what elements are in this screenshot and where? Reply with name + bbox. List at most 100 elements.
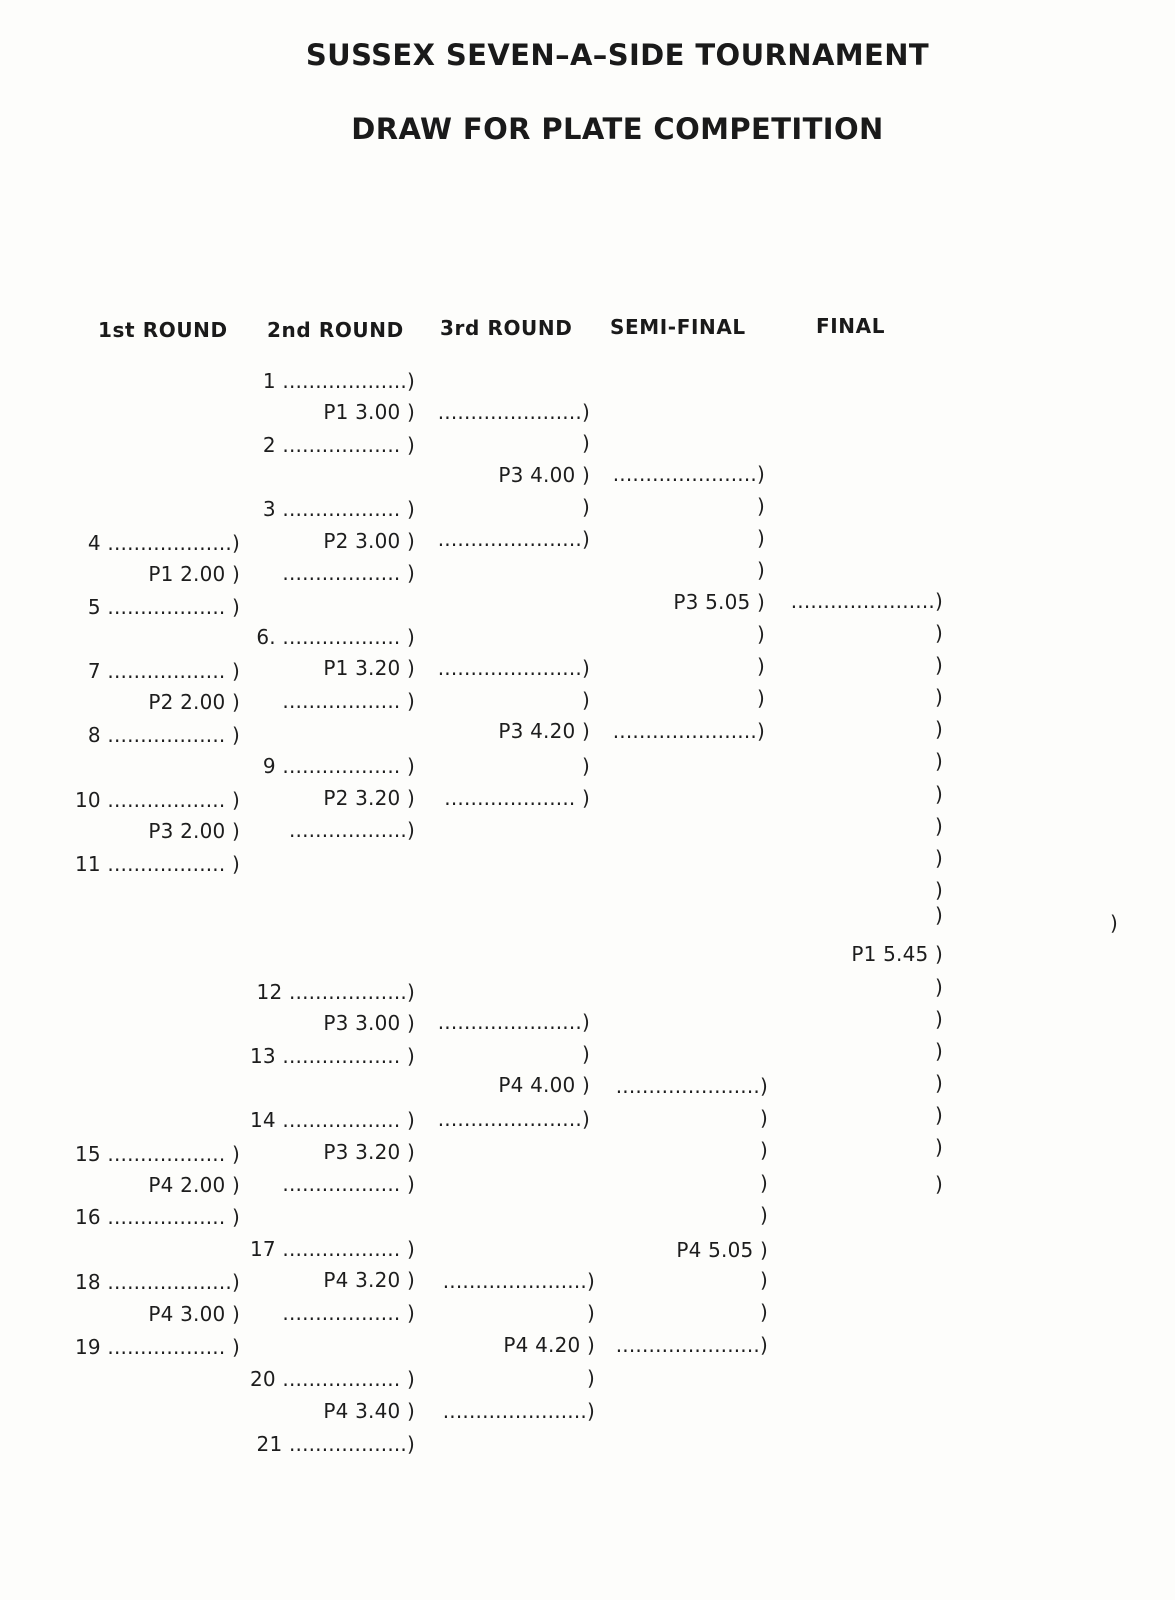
bracket-mark: ) — [759, 1300, 768, 1324]
team-slot-2: 2 .................. ) — [262, 433, 415, 457]
bracket-mark: ......................) — [437, 1107, 590, 1131]
match-time-p4-300: P4 3.00 ) — [148, 1302, 240, 1326]
team-slot-16: 16 .................. ) — [74, 1205, 240, 1229]
bracket-mark: .................. ) — [282, 1301, 415, 1325]
match-time-p1-300: P1 3.00 ) — [323, 400, 415, 424]
bracket-mark: .................. ) — [282, 1172, 415, 1196]
header-2nd-round: 2nd ROUND — [267, 318, 404, 342]
header-3rd-round: 3rd ROUND — [440, 316, 573, 340]
bracket-mark: ......................) — [442, 1269, 595, 1293]
document-title: SUSSEX SEVEN–A–SIDE TOURNAMENT — [305, 38, 930, 72]
bracket-mark: ) — [934, 878, 943, 902]
bracket-mark: ......................) — [442, 1399, 595, 1423]
bracket-mark: ) — [934, 846, 943, 870]
bracket-mark: ) — [934, 1007, 943, 1031]
team-slot-7: 7 .................. ) — [87, 659, 240, 683]
bracket-mark: .................. ) — [282, 561, 415, 585]
team-slot-15: 15 .................. ) — [74, 1142, 240, 1166]
match-time-p1-545: P1 5.45 ) — [851, 942, 943, 966]
match-time-p4-420: P4 4.20 ) — [503, 1333, 595, 1357]
bracket-mark: ......................) — [612, 462, 765, 486]
bracket-mark: ) — [934, 717, 943, 741]
bracket-mark: ) — [934, 1135, 943, 1159]
bracket-mark: ) — [934, 685, 943, 709]
header-semi-final: SEMI-FINAL — [610, 315, 746, 339]
match-time-p4-340: P4 3.40 ) — [323, 1399, 415, 1423]
bracket-mark: ) — [934, 782, 943, 806]
team-slot-6: 6. .................. ) — [256, 625, 415, 649]
bracket-mark: ) — [934, 1103, 943, 1127]
bracket-mark: ) — [759, 1106, 768, 1130]
team-slot-1: 1 ...................) — [262, 369, 415, 393]
match-time-p3-200: P3 2.00 ) — [148, 819, 240, 843]
match-time-p3-420: P3 4.20 ) — [498, 719, 590, 743]
document-subtitle: DRAW FOR PLATE COMPETITION — [351, 112, 884, 146]
bracket-mark: ) — [934, 903, 943, 927]
bracket-mark: ) — [756, 494, 765, 518]
bracket-mark: ......................) — [790, 589, 943, 613]
bracket-mark: ) — [759, 1171, 768, 1195]
bracket-mark: ......................) — [437, 400, 590, 424]
bracket-mark: ......................) — [612, 719, 765, 743]
team-slot-3: 3 .................. ) — [262, 497, 415, 521]
match-time-p2-200: P2 2.00 ) — [148, 690, 240, 714]
bracket-mark: ......................) — [437, 656, 590, 680]
bracket-mark: ) — [756, 622, 765, 646]
team-slot-14: 14 .................. ) — [249, 1108, 415, 1132]
match-time-p3-505: P3 5.05 ) — [673, 590, 765, 614]
bracket-mark: ) — [581, 1042, 590, 1066]
bracket-mark: ) — [581, 754, 590, 778]
bracket-mark: ) — [934, 975, 943, 999]
team-slot-10: 10 .................. ) — [74, 788, 240, 812]
team-slot-21: 21 ..................) — [256, 1432, 415, 1456]
bracket-mark: ) — [934, 814, 943, 838]
bracket-mark: ) — [759, 1268, 768, 1292]
bracket-mark: ......................) — [615, 1333, 768, 1357]
bracket-mark: ) — [934, 1071, 943, 1095]
bracket-mark: ) — [756, 526, 765, 550]
team-slot-5: 5 .................. ) — [87, 595, 240, 619]
team-slot-4: 4 ...................) — [87, 531, 240, 555]
header-final: FINAL — [816, 314, 886, 338]
match-time-p1-320: P1 3.20 ) — [323, 656, 415, 680]
bracket-mark: ) — [581, 431, 590, 455]
bracket-mark: ) — [934, 1172, 943, 1196]
bracket-mark: ..................) — [288, 818, 415, 842]
bracket-mark: ) — [934, 749, 943, 773]
bracket-mark: ......................) — [615, 1074, 768, 1098]
match-time-p1-200: P1 2.00 ) — [148, 562, 240, 586]
bracket-mark: .................... ) — [444, 786, 590, 810]
match-time-p3-400: P3 4.00 ) — [498, 463, 590, 487]
bracket-mark: ) — [934, 1039, 943, 1063]
bracket-mark: ......................) — [437, 527, 590, 551]
match-time-p4-320: P4 3.20 ) — [323, 1268, 415, 1292]
team-slot-11: 11 .................. ) — [74, 852, 240, 876]
bracket-mark: ) — [581, 495, 590, 519]
bracket-mark: ) — [756, 686, 765, 710]
bracket-mark: ) — [586, 1366, 595, 1390]
match-time-p2-300: P2 3.00 ) — [323, 529, 415, 553]
team-slot-13: 13 .................. ) — [249, 1044, 415, 1068]
bracket-mark: ) — [759, 1203, 768, 1227]
team-slot-18: 18 ...................) — [74, 1270, 240, 1294]
team-slot-8: 8 .................. ) — [87, 723, 240, 747]
bracket-mark: ) — [934, 653, 943, 677]
team-slot-12: 12 ..................) — [256, 980, 415, 1004]
team-slot-19: 19 .................. ) — [74, 1335, 240, 1359]
match-time-p4-400: P4 4.00 ) — [498, 1073, 590, 1097]
match-time-p3-320: P3 3.20 ) — [323, 1140, 415, 1164]
team-slot-20: 20 .................. ) — [249, 1367, 415, 1391]
bracket-mark: ) — [1109, 911, 1118, 935]
team-slot-9: 9 .................. ) — [262, 754, 415, 778]
match-time-p2-320: P2 3.20 ) — [323, 786, 415, 810]
bracket-mark: ) — [756, 654, 765, 678]
bracket-mark: ) — [756, 558, 765, 582]
match-time-p3-300: P3 3.00 ) — [323, 1011, 415, 1035]
team-slot-17: 17 .................. ) — [249, 1237, 415, 1261]
bracket-mark: ) — [586, 1301, 595, 1325]
match-time-p4-505: P4 5.05 ) — [676, 1238, 768, 1262]
header-1st-round: 1st ROUND — [98, 318, 228, 342]
match-time-p4-200: P4 2.00 ) — [148, 1173, 240, 1197]
bracket-mark: ) — [581, 688, 590, 712]
